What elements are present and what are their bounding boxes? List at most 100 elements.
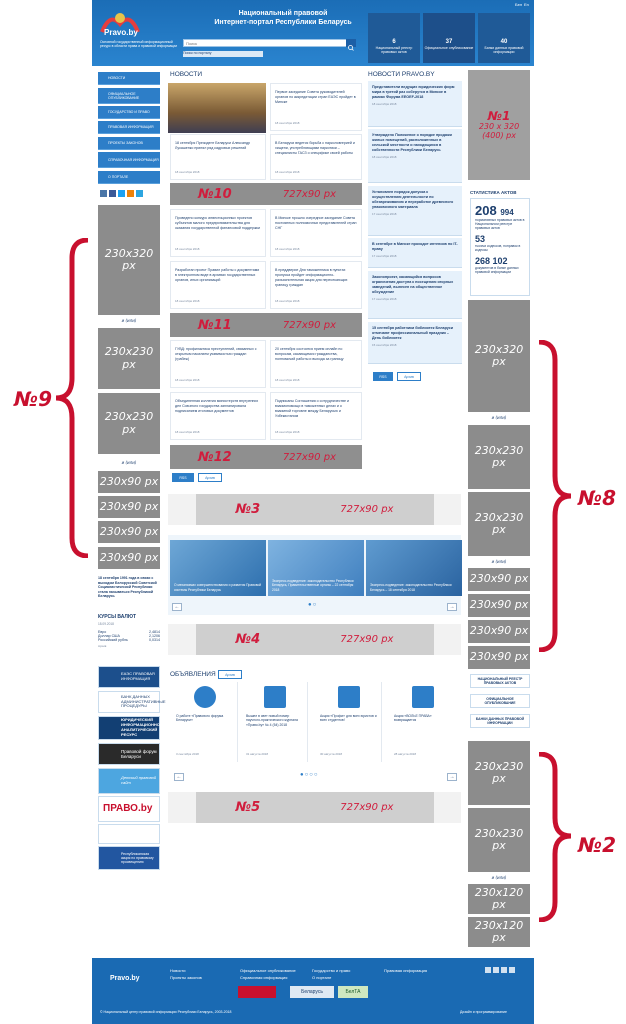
- news-archive-button[interactable]: Архив: [198, 473, 222, 482]
- ad-card[interactable]: Вышел в свет новый номер научного-практи…: [240, 682, 308, 762]
- news-card[interactable]: 18 сентября Президент Беларуси Александр…: [170, 134, 266, 180]
- brace-n8-label: №8: [578, 486, 616, 510]
- lang-en[interactable]: En: [524, 2, 529, 7]
- stats-big-value: 208: [475, 203, 497, 218]
- telegram-icon[interactable]: [136, 190, 143, 197]
- news-card[interactable]: Объединенная коллегия министерств внутре…: [170, 392, 266, 440]
- feed-item[interactable]: Представители ведущих юридических фирм м…: [368, 81, 462, 127]
- banner-video[interactable]: [98, 824, 160, 844]
- instagram-icon[interactable]: [485, 967, 491, 973]
- feed-item-date: 18 сентября 2018: [372, 101, 397, 106]
- news-card[interactable]: Разработан проект Правил работы с докуме…: [170, 261, 266, 309]
- footer-link-draft-laws[interactable]: Проекты законов: [170, 975, 202, 980]
- feed-item[interactable]: Законопроект, касающийся вопросов ограни…: [368, 271, 462, 319]
- search-scope-select[interactable]: Поиск по порталу: [183, 51, 263, 57]
- footer-link-publication[interactable]: Официальное опубликование: [240, 968, 296, 973]
- twitter-icon[interactable]: [118, 190, 125, 197]
- feed-rss-button[interactable]: RSS: [373, 372, 393, 381]
- right-link-databanks[interactable]: БАНКИ ДАННЫХ ПРАВОВОЙ ИНФОРМАЦИИ: [470, 714, 530, 728]
- right-link-register[interactable]: НАЦИОНАЛЬНЫЙ РЕЕСТР ПРАВОВЫХ АКТОВ: [470, 674, 530, 688]
- feed-item[interactable]: Утверждено Положение о порядке продажи ж…: [368, 129, 462, 183]
- feed-item[interactable]: В сентябре в Минске проходит интенсив по…: [368, 238, 462, 268]
- ad-card-date: 28 августа 2018: [394, 752, 417, 756]
- partner-logo-president[interactable]: [238, 986, 276, 998]
- banner-eaeu[interactable]: ЕАЭС ПРАВОВАЯ ИНФОРМАЦИЯ: [98, 666, 160, 688]
- photo-card[interactable]: О механизмах совершенствования и развити…: [170, 540, 266, 596]
- search-input[interactable]: [183, 39, 355, 47]
- banner-legal-education[interactable]: Республиканская акция по правовому просв…: [98, 846, 160, 870]
- vk-icon[interactable]: [493, 967, 499, 973]
- currency-date: 18.09.2018: [98, 622, 114, 626]
- banner-kids-site[interactable]: Детский правовой сайт: [98, 768, 160, 794]
- sidebar-item-state-and-law[interactable]: ГОСУДАРСТВО И ПРАВО: [98, 106, 160, 119]
- twitter-icon[interactable]: [509, 967, 515, 973]
- currency-archive-link[interactable]: Архив: [98, 644, 107, 648]
- lang-be[interactable]: Бел: [515, 2, 523, 7]
- right-banner-90: 230х90 px: [468, 646, 530, 669]
- photo-card[interactable]: Экспресс-подведение: законодательство Ре…: [268, 540, 364, 596]
- footer-link-about[interactable]: О портале: [312, 975, 332, 980]
- carousel-prev-arrow[interactable]: ←: [172, 603, 182, 611]
- ads-prev-arrow[interactable]: ←: [174, 773, 184, 781]
- footer-link-news[interactable]: Новости: [170, 968, 186, 973]
- news-photo[interactable]: [168, 83, 266, 133]
- feed-item[interactable]: Установлен порядок допуска к осуществлен…: [368, 186, 462, 236]
- footer-link-reference[interactable]: Справочная информация: [240, 975, 288, 980]
- facebook-icon[interactable]: [109, 190, 116, 197]
- ad-card[interactable]: Акция «Профи» для всех юристов и всех ст…: [314, 682, 382, 762]
- news-rss-button[interactable]: RSS: [172, 473, 194, 482]
- ad-card[interactable]: О работе «Правового форума Беларуси»3 се…: [170, 682, 238, 762]
- partner-logo-belarus[interactable]: Беларусь: [290, 986, 334, 998]
- header-box-databanks[interactable]: 40 Банки данных правовой информации: [478, 13, 530, 63]
- news-card[interactable]: ГУВД: профилактика преступлений, связанн…: [170, 340, 266, 388]
- logo-text[interactable]: Pravo.by: [104, 28, 138, 37]
- footer-logo[interactable]: Pravo.by: [110, 975, 140, 982]
- news-card[interactable]: Проведено конкурс инвестиционных проекто…: [170, 209, 266, 257]
- ok-icon[interactable]: [127, 190, 134, 197]
- ads-archive-button[interactable]: Архив: [218, 670, 242, 679]
- news-card[interactable]: В Беларуси ведется борьба с нарколовгери…: [270, 134, 362, 180]
- banner-dim: 727х90 px: [282, 319, 336, 331]
- news-card[interactable]: Первое заседание Совета руководителей ор…: [270, 83, 362, 131]
- feed-item[interactable]: 15 сентября работники библиотек Беларуси…: [368, 322, 462, 364]
- footer-link-legal-info[interactable]: Правовая информация: [384, 968, 428, 973]
- currency-name: Доллар США: [98, 634, 120, 638]
- sidebar-item-news[interactable]: НОВОСТИ: [98, 72, 160, 85]
- header-box-register[interactable]: 6 Национальный реестр правовых актов: [368, 13, 420, 63]
- right-link-publication[interactable]: ОФИЦИАЛЬНОЕ ОПУБЛИКОВАНИЕ: [470, 694, 530, 708]
- header-box-publication[interactable]: 37 Официальное опубликование: [423, 13, 475, 63]
- news-card-date: 18 сентября 2018: [175, 246, 200, 251]
- feed-archive-button[interactable]: Архив: [397, 372, 421, 381]
- banner-admin-procedures[interactable]: БАНК ДАННЫХ АДМИНИСТРАТИВНЫЕ ПРОЦЕДУРЫ: [98, 691, 166, 713]
- right-banner-90: 230х90 px: [468, 568, 530, 591]
- banner-legal-resource[interactable]: ЮРИДИЧЕСКИЙ ИНФОРМАЦИОННО-АНАЛИТИЧЕСКИЙ …: [98, 716, 161, 740]
- facebook-icon[interactable]: [501, 967, 507, 973]
- header-box-label: Банки данных правовой информации: [484, 46, 524, 55]
- carousel-dots[interactable]: ●○: [308, 602, 318, 608]
- sidebar-item-reference[interactable]: СПРАВОЧНАЯ ИНФОРМАЦИЯ: [98, 152, 160, 168]
- or-label: и (или): [491, 874, 507, 880]
- history-text[interactable]: 18 сентября 1991 года в связи с выходом …: [98, 576, 157, 599]
- news-card[interactable]: Подписаны Соглашения о сотрудничестве и …: [270, 392, 362, 440]
- carousel-next-arrow[interactable]: →: [447, 603, 457, 611]
- sidebar-item-about[interactable]: О ПОРТАЛЕ: [98, 171, 160, 184]
- footer-link-state-law[interactable]: Государство и право: [312, 968, 351, 973]
- photo-card[interactable]: Экспресс-подведение: законодательство Ре…: [366, 540, 462, 596]
- news-card[interactable]: В преддверие Дня таможенника в пунктах п…: [270, 261, 362, 309]
- sidebar-item-legal-info[interactable]: ПРАВОВАЯ ИНФОРМАЦИЯ: [98, 121, 160, 134]
- search-button[interactable]: [346, 39, 356, 51]
- footer-developer[interactable]: Дизайн и программирование: [460, 1010, 507, 1014]
- ads-next-arrow[interactable]: →: [447, 773, 457, 781]
- banner-legal-forum[interactable]: Правовой форум Беларуси: [98, 743, 160, 765]
- banner-pravo-journal[interactable]: ПРАВО.by: [98, 796, 160, 822]
- partner-logo-belta[interactable]: БелТА: [338, 986, 368, 998]
- sidebar-item-draft-laws[interactable]: ПРОЕКТЫ ЗАКОНОВ: [98, 137, 160, 150]
- sidebar-item-official-publication[interactable]: ОФИЦИАЛЬНОЕ ОПУБЛИКОВАНИЕ: [98, 88, 160, 104]
- news-card[interactable]: В Минске прошло очередное заседание Сове…: [270, 209, 362, 257]
- vk-icon[interactable]: [100, 190, 107, 197]
- ads-dots[interactable]: ●○○○: [300, 772, 319, 778]
- news-card[interactable]: 20 сентября состоится прием онлайн по во…: [270, 340, 362, 388]
